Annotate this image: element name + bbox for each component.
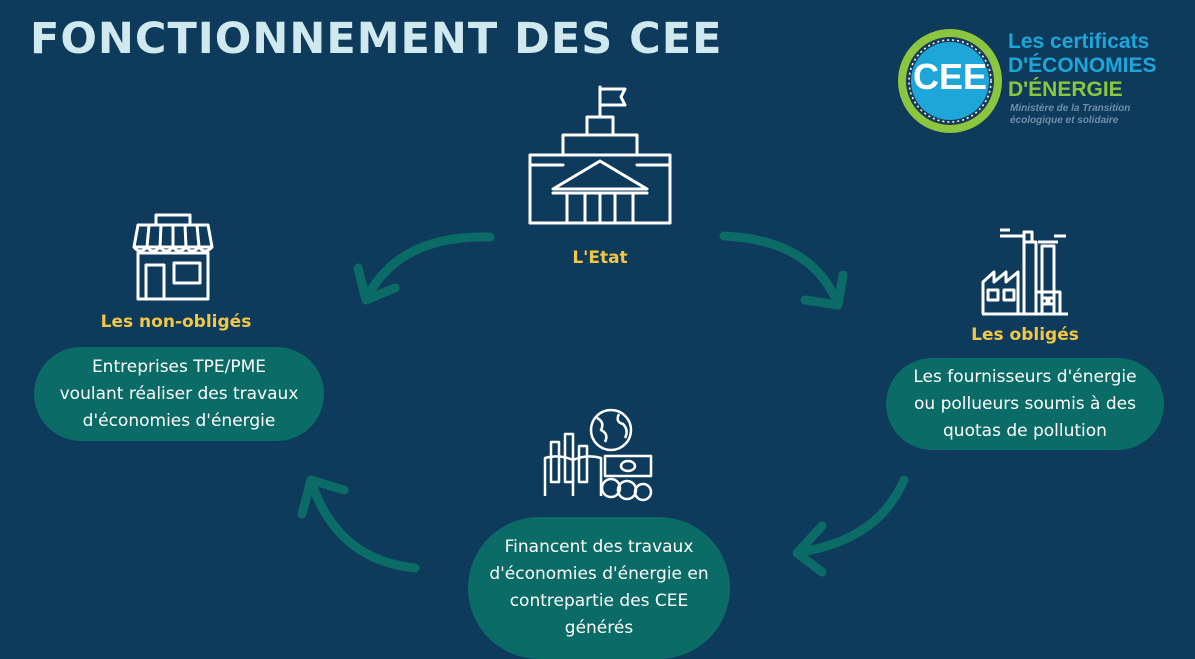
logo-line-5: écologique et solidaire xyxy=(1010,115,1119,126)
logo-line-2: D'ÉCONOMIES xyxy=(1008,54,1157,77)
obliges-label: Les obligés xyxy=(971,325,1079,345)
arrow-etat-to-obliges xyxy=(719,231,848,310)
logo-line-1: Les certificats xyxy=(1008,30,1150,53)
logo-line-3: D'ÉNERGIE xyxy=(1008,78,1123,101)
factory-icon xyxy=(981,228,1068,316)
logo-badge-text: CEE xyxy=(912,56,988,97)
non-obliges-label: Les non-obligés xyxy=(100,312,252,332)
logo-line-4: Ministère de la Transition xyxy=(1010,103,1131,114)
obliges-description: Les fournisseurs d'énergie ou pollueurs … xyxy=(886,358,1164,450)
finance-icon xyxy=(543,408,653,502)
non-obliges-text: Entreprises TPE/PME voulant réaliser des… xyxy=(59,356,299,431)
page-title: FONCTIONNEMENT DES CEE xyxy=(30,14,723,64)
etat-label: L'Etat xyxy=(572,248,628,268)
cee-badge-icon xyxy=(898,29,1002,133)
financement-text: Financent des travaux d'économies d'éner… xyxy=(489,537,709,638)
government-building-icon xyxy=(528,85,672,225)
arrow-financement-to-non-obliges xyxy=(297,475,420,573)
arrow-obliges-to-financement xyxy=(792,475,909,577)
non-obliges-description: Entreprises TPE/PME voulant réaliser des… xyxy=(34,347,324,441)
shop-icon xyxy=(132,213,214,301)
obliges-text: Les fournisseurs d'énergie ou pollueurs … xyxy=(913,366,1137,441)
arrow-etat-to-non-obliges xyxy=(353,232,495,305)
cycle-arrows xyxy=(297,231,909,577)
financement-description: Financent des travaux d'économies d'éner… xyxy=(468,517,730,659)
